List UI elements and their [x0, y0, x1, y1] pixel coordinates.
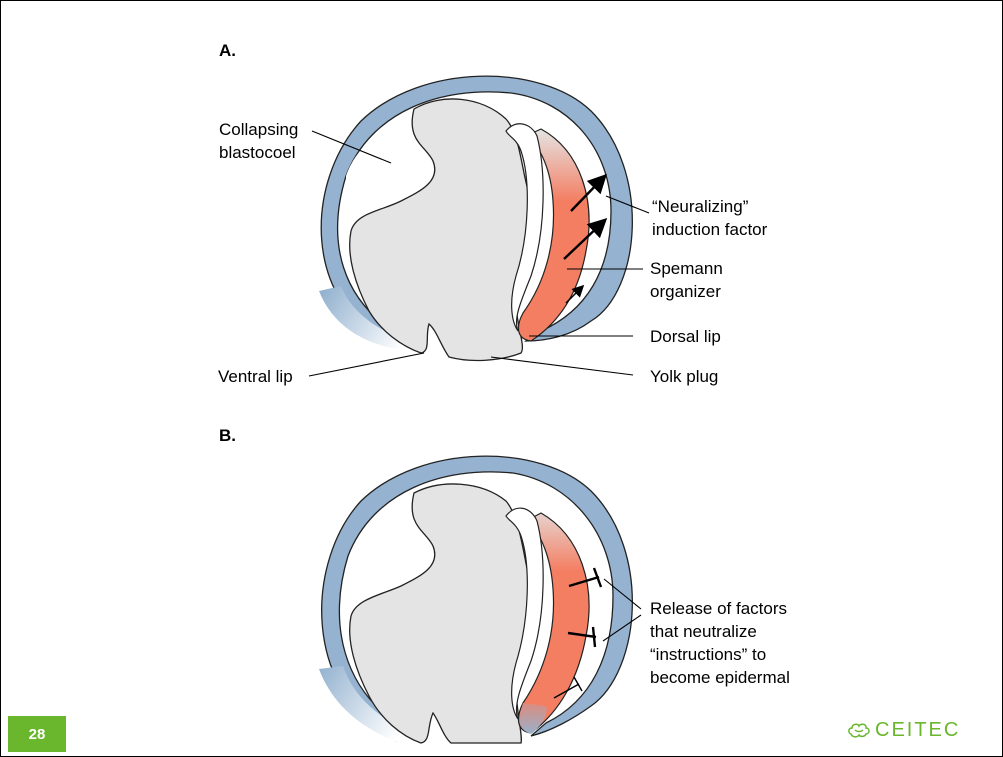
- label-spemann-1: Spemann: [650, 259, 723, 278]
- panel-a: A. Collapsing blastocoel “Neuralizing”: [218, 41, 768, 386]
- label-neuralizing-1: “Neuralizing”: [652, 197, 749, 216]
- ceitec-brain-icon: [847, 722, 871, 740]
- logo-text: CEITEC: [875, 719, 960, 742]
- label-neuralizing-2: induction factor: [652, 220, 768, 239]
- panel-b-title: B.: [219, 426, 236, 445]
- label-ventral-lip: Ventral lip: [218, 367, 293, 386]
- ceitec-logo: CEITEC: [847, 719, 960, 742]
- label-dorsal-lip: Dorsal lip: [650, 327, 721, 346]
- label-release-4: become epidermal: [650, 668, 790, 687]
- label-yolk-plug: Yolk plug: [650, 367, 718, 386]
- label-spemann-2: organizer: [650, 282, 721, 301]
- label-release-2: that neutralize: [650, 622, 757, 641]
- label-collapsing-2: blastocoel: [219, 143, 296, 162]
- panel-b: B. Release of factors that neutralize “i…: [219, 426, 790, 743]
- label-release-1: Release of factors: [650, 599, 787, 618]
- yolk-mass-b: [350, 484, 532, 743]
- page-number-badge: 28: [8, 716, 66, 752]
- panel-a-title: A.: [219, 41, 236, 60]
- label-collapsing-1: Collapsing: [219, 120, 298, 139]
- label-release-3: “instructions” to: [650, 645, 766, 664]
